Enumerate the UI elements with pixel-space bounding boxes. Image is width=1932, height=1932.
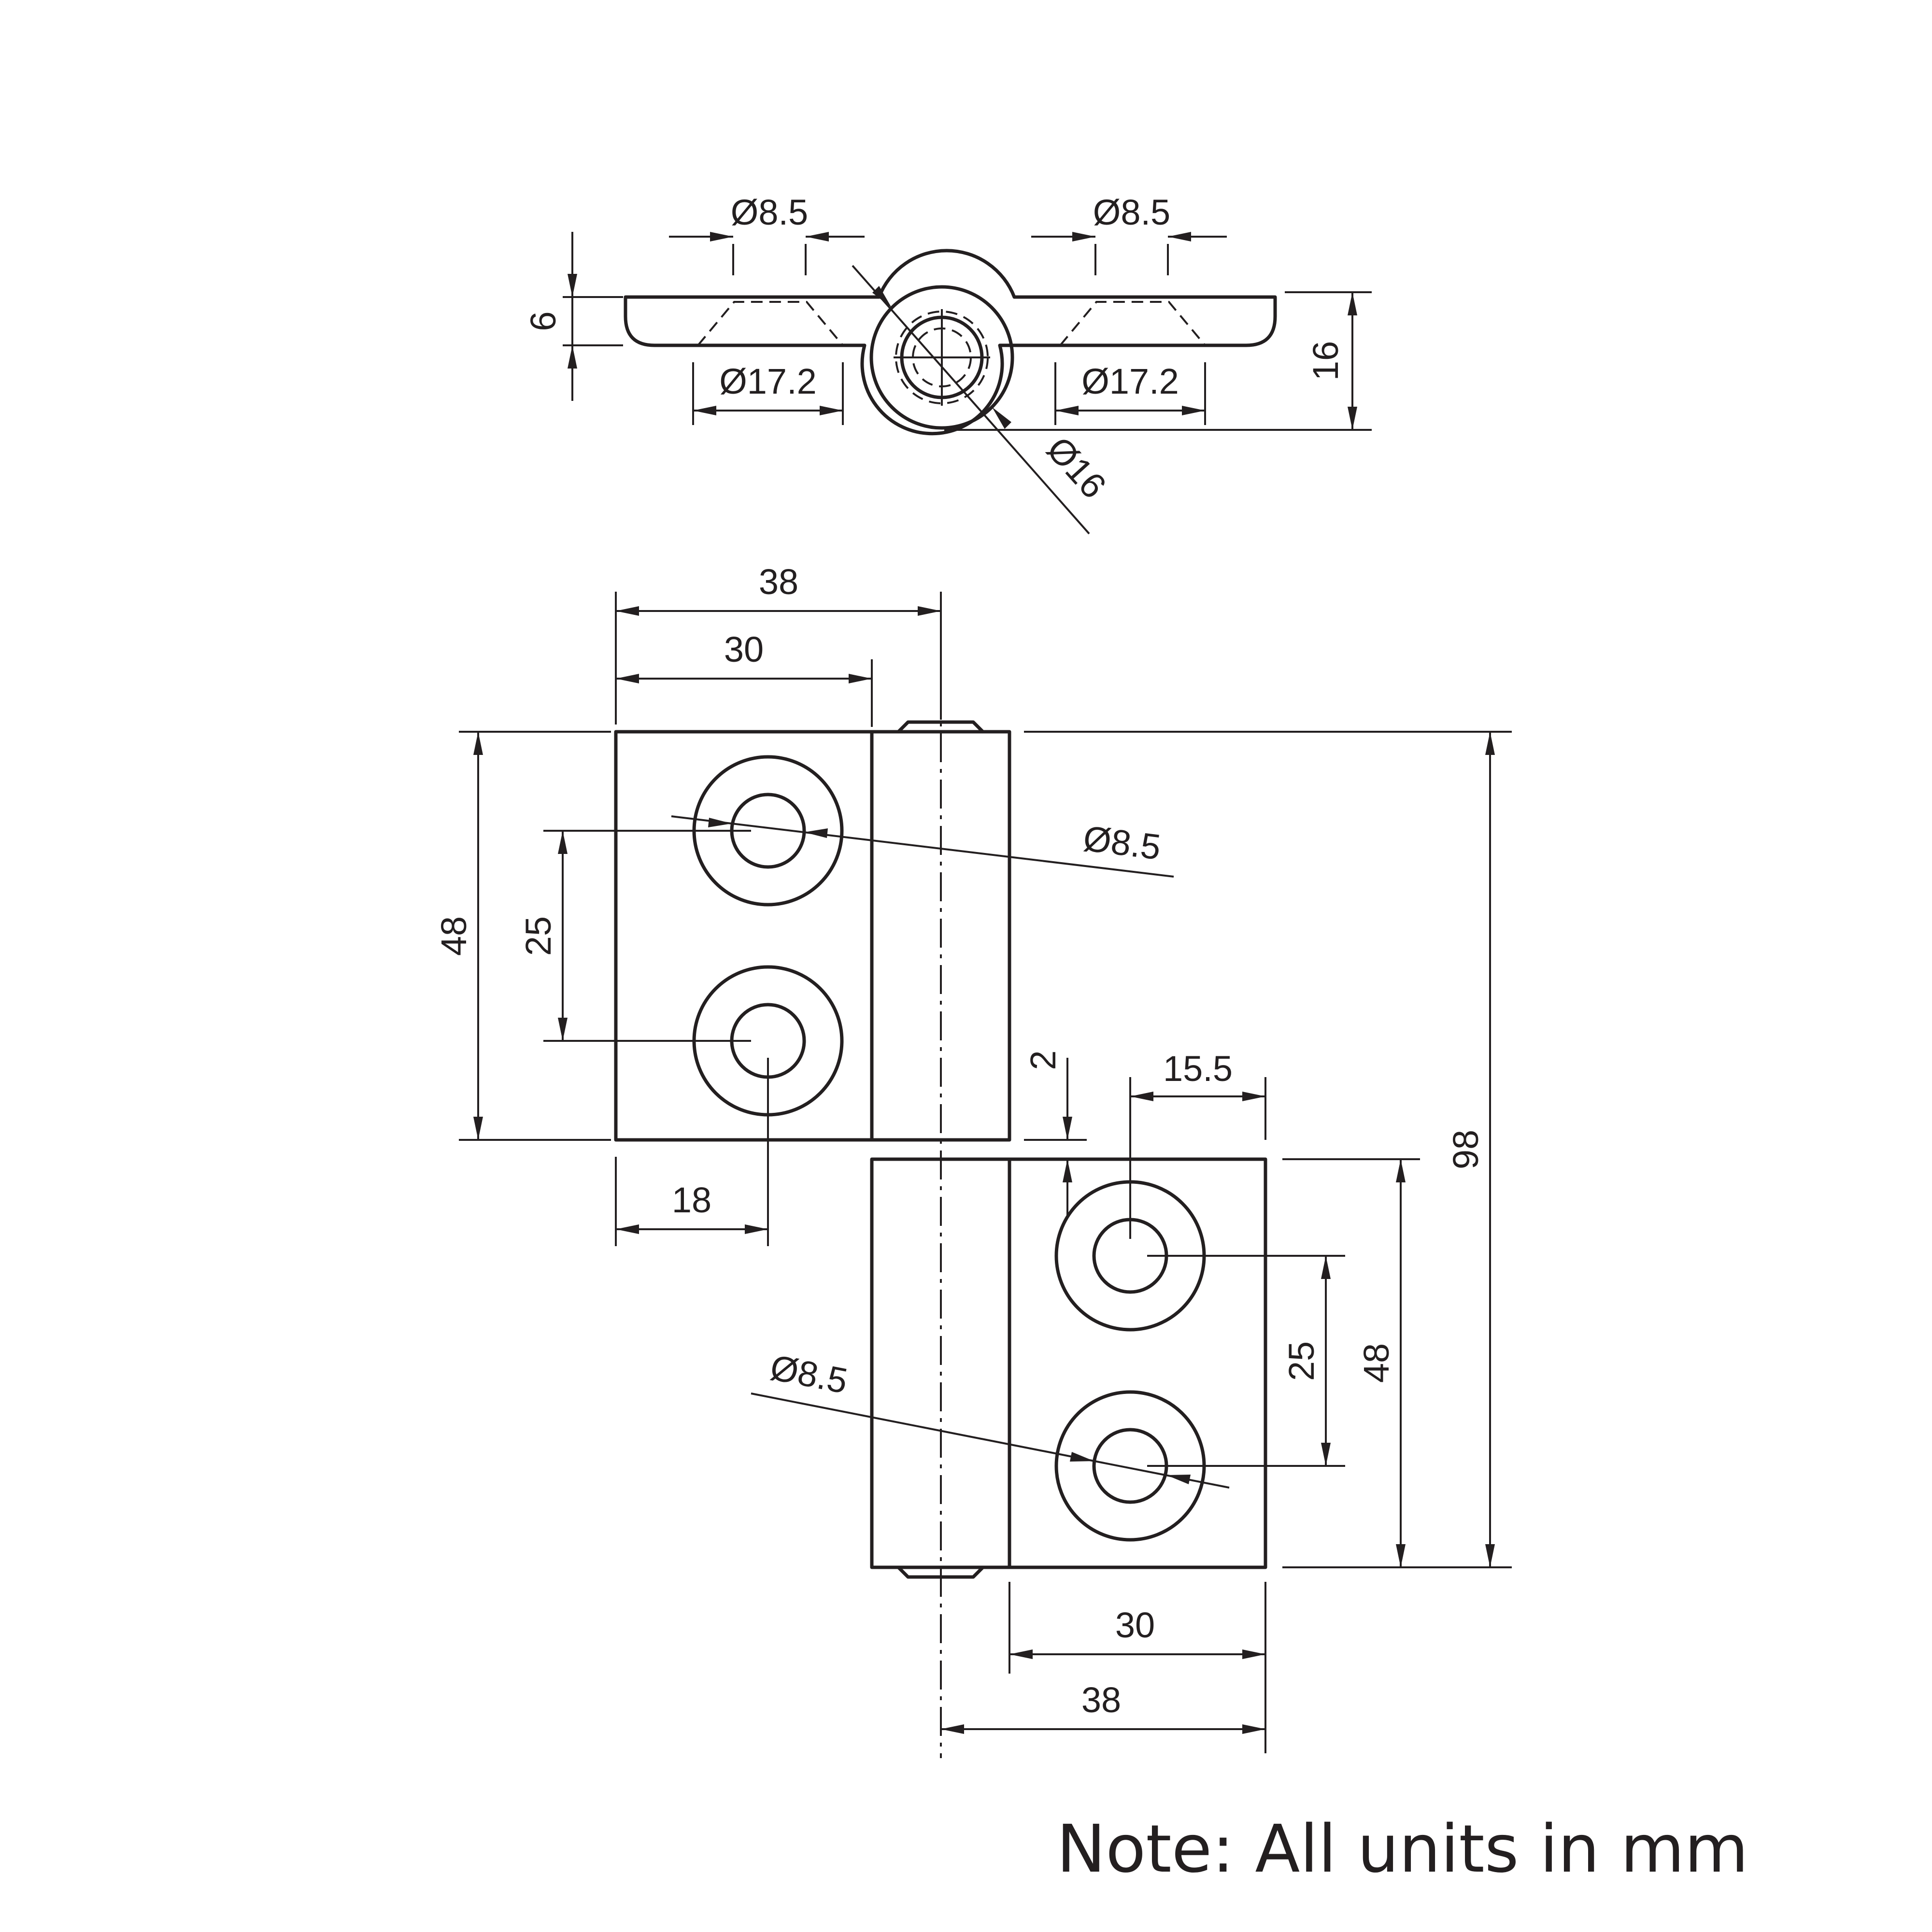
right-countersink-hidden (1059, 301, 1206, 346)
dim-top-hole-dia: Ø8.5 (1081, 818, 1163, 867)
dim-cbore-dia-left: Ø17.2 (719, 361, 817, 401)
dim-bottom-leaf-height: 48 (1356, 1343, 1396, 1383)
dim-bottom-leaf-width-total: 38 (1081, 1680, 1121, 1720)
dim-knuckle-dia: Ø16 (1039, 429, 1114, 506)
dim-top-hole-dia-right: Ø8.5 (1093, 192, 1170, 232)
dim-top-hole-spacing: 25 (518, 916, 558, 956)
units-note: Note: All units in mm (1056, 1811, 1748, 1888)
dim-bottom-hole-spacing: 25 (1281, 1341, 1321, 1381)
left-countersink-hidden (697, 301, 844, 346)
dim-cbore-dia-right: Ø17.2 (1081, 361, 1179, 401)
dim-top-leaf-width-total: 38 (759, 562, 798, 602)
bottom-leaf-plate (1008, 1157, 1267, 1569)
dim-thickness: 6 (523, 311, 563, 331)
dim-top-leaf-height: 48 (434, 916, 474, 956)
knuckle-outer-circle (869, 285, 1014, 430)
top-view-leaf-outline (624, 249, 1277, 436)
top-view: Ø8.5 Ø8.5 6 Ø17.2 Ø17.2 Ø16 (523, 192, 1372, 535)
dim-overall-height: 98 (1446, 1130, 1486, 1169)
dim-bottom-leaf-width-plate: 30 (1115, 1605, 1155, 1645)
top-pin-cap (896, 720, 985, 734)
dim-overall-depth: 16 (1306, 341, 1346, 381)
dim-top-hole-offset: 18 (672, 1180, 711, 1220)
dim-top-leaf-width-plate: 30 (724, 629, 764, 669)
dim-bottom-hole-offset: 15.5 (1163, 1049, 1233, 1089)
dim-gap: 2 (1023, 1050, 1063, 1070)
dim-bottom-hole-dia: Ø8.5 (767, 1347, 851, 1401)
front-view: 38 30 48 25 Ø8.5 18 (434, 562, 1512, 1758)
dim-top-hole-dia-left: Ø8.5 (731, 192, 808, 232)
